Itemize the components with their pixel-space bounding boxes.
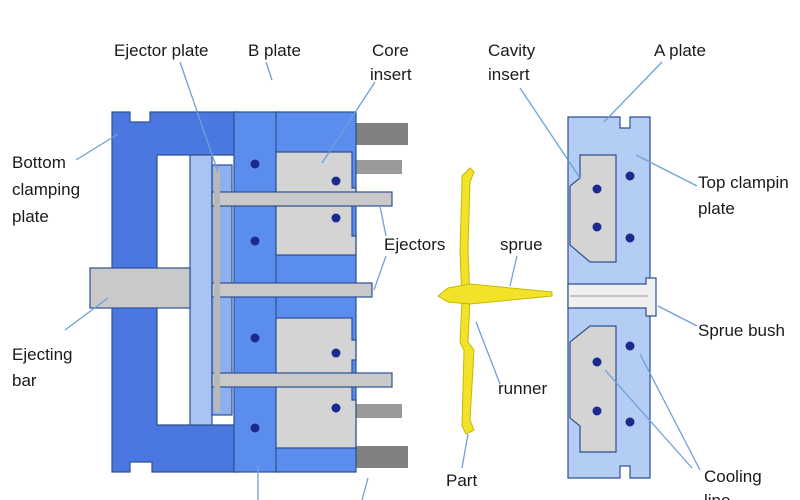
ejecting-bar <box>89 267 191 309</box>
cooling-dot <box>250 236 260 246</box>
guide-pin-top <box>350 123 408 145</box>
cooling-dot <box>331 403 341 413</box>
label-ejectors: Ejectors <box>384 235 445 254</box>
label-core-insert-line1: Core <box>372 41 409 60</box>
cooling-dot <box>250 423 260 433</box>
cooling-dot <box>592 357 602 367</box>
label-sprue: sprue <box>500 235 543 254</box>
cooling-dot <box>625 341 635 351</box>
guide-pin-mid-bottom <box>350 404 402 418</box>
cooling-dot <box>331 348 341 358</box>
label-ejector-plate: Ejector plate <box>114 41 209 60</box>
cooling-dot <box>250 333 260 343</box>
leader-lines <box>64 61 701 500</box>
ejector-pin-2 <box>211 282 373 298</box>
ejector-pin-head <box>214 168 220 412</box>
label-b-plate: B plate <box>248 41 301 60</box>
sprue-shape <box>437 283 553 305</box>
label-ejecting-bar-line2: bar <box>12 371 37 390</box>
label-top-clamping-line2: plate <box>698 199 735 218</box>
label-cavity-insert-line2: insert <box>488 65 530 84</box>
label-bottom-clamping-line3: plate <box>12 207 49 226</box>
cooling-dot <box>592 184 602 194</box>
cooling-dot <box>250 159 260 169</box>
label-cooling-line-line1: Cooling <box>704 467 762 486</box>
label-core-insert-line2: insert <box>370 65 412 84</box>
ejector-plate <box>189 154 213 426</box>
cooling-dot <box>592 222 602 232</box>
guide-pin-bottom <box>350 446 408 468</box>
sprue-bush <box>567 277 657 317</box>
guide-pin-mid-top <box>350 160 402 174</box>
label-part: Part <box>446 471 477 490</box>
ejector-pin-1 <box>211 191 393 207</box>
cavity-insert-bottom <box>569 325 617 453</box>
ejector-pin-3 <box>211 372 393 388</box>
label-cavity-insert-line1: Cavity <box>488 41 536 60</box>
cooling-dot <box>331 176 341 186</box>
label-bottom-clamping-line2: clamping <box>12 180 80 199</box>
label-top-clamping-line1: Top clampin <box>698 173 789 192</box>
cooling-dot <box>625 171 635 181</box>
cooling-dot <box>625 417 635 427</box>
bottom-clamping-plate <box>111 111 239 473</box>
label-sprue-bush: Sprue bush <box>698 321 785 340</box>
label-ejecting-bar-line1: Ejecting <box>12 345 72 364</box>
cooling-dot <box>625 233 635 243</box>
label-bottom-clamping-line1: Bottom <box>12 153 66 172</box>
cavity-insert-top <box>569 154 617 263</box>
cooling-dot <box>592 406 602 416</box>
label-cooling-line-line2: line <box>704 491 730 500</box>
label-a-plate: A plate <box>654 41 706 60</box>
cooling-dot <box>331 213 341 223</box>
label-runner: runner <box>498 379 547 398</box>
